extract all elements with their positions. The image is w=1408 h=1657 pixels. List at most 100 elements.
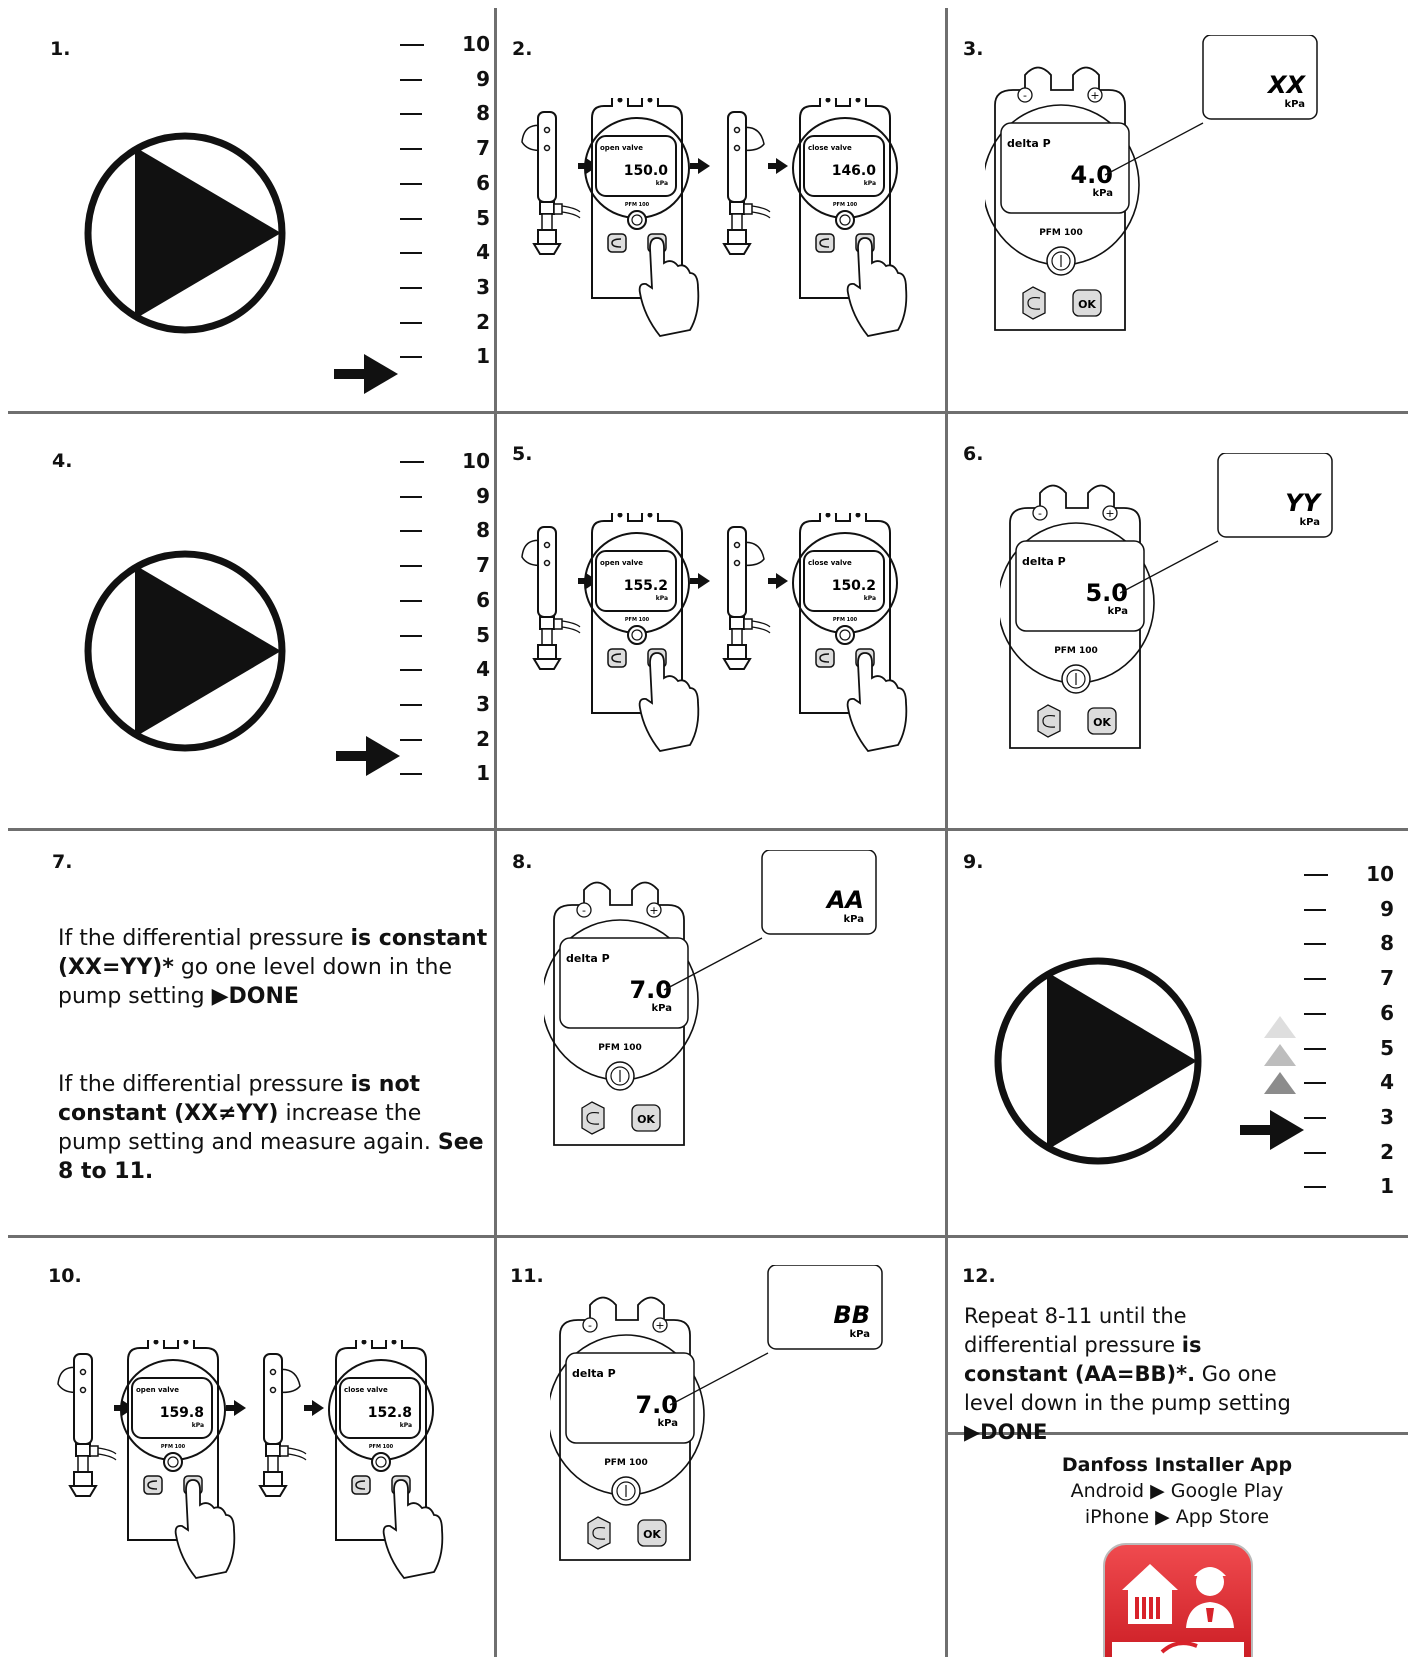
scale-tick-label: 2	[476, 726, 490, 751]
instruction-text-not-constant: If the differential pressure is not cons…	[58, 1072, 484, 1184]
svg-text:kPa: kPa	[400, 1422, 412, 1429]
scale-tick-mark	[1304, 1012, 1326, 1015]
scale-tick-mark	[1304, 1151, 1326, 1154]
arrow-right-icon	[768, 573, 788, 589]
display-value: 4.0	[1070, 161, 1113, 189]
scale-tick-mark	[1304, 874, 1328, 876]
scale-tick: 7	[1304, 964, 1394, 994]
arrow-right-icon	[336, 736, 400, 776]
scale-tick-mark	[400, 461, 424, 463]
step-number-1: 1.	[50, 38, 71, 60]
scale-tick-label: 5	[476, 622, 490, 647]
display-label: delta P	[566, 952, 610, 965]
scale-tick-mark	[400, 182, 422, 185]
display-label: delta P	[1007, 137, 1051, 150]
callout-value: YY	[1285, 489, 1322, 517]
scale-tick-label: 9	[476, 483, 490, 508]
valve-icon	[258, 1353, 307, 1497]
arrow-right-icon	[226, 1400, 246, 1416]
step-number-7: 7.	[52, 851, 73, 873]
callout-value: AA	[825, 886, 864, 914]
scale-tick-label: 2	[476, 309, 490, 334]
display-label: delta P	[1022, 555, 1066, 568]
display-unit: kPa	[652, 1003, 672, 1014]
svg-text:PFM 100: PFM 100	[161, 1444, 186, 1450]
scale-tick: 9	[400, 65, 490, 95]
scale-tick-label: 3	[476, 274, 490, 299]
android-link[interactable]: Android ▶ Google Play	[1070, 1480, 1284, 1502]
scale-tick: 1	[400, 759, 490, 789]
scale-tick-label: 3	[1380, 1104, 1394, 1129]
arrow-right-icon	[690, 158, 710, 174]
svg-text:kPa: kPa	[656, 595, 668, 602]
scale-tick: 5	[400, 621, 490, 651]
arrow-right-icon	[334, 354, 398, 394]
iphone-link[interactable]: iPhone ▶ App Store	[1084, 1506, 1270, 1528]
model-label: PFM 100	[598, 1043, 642, 1053]
scale-tick-mark	[1304, 943, 1326, 946]
pump-icon	[84, 550, 286, 752]
valve-state-label: close valve	[808, 144, 852, 152]
instruction-text-repeat: Repeat 8-11 until the differential press…	[964, 1304, 1291, 1444]
svg-text:kPa: kPa	[864, 180, 876, 187]
scale-tick-label: 10	[1366, 862, 1394, 886]
scale-tick-label: 7	[476, 553, 490, 578]
scale-tick-mark	[400, 217, 422, 220]
callout-value: BB	[833, 1301, 870, 1329]
scale-tick: 2	[1304, 1138, 1394, 1168]
svg-text:PFM 100: PFM 100	[833, 202, 858, 208]
pressure-value: 159.8	[160, 1405, 204, 1421]
valve-icon	[521, 526, 581, 670]
scale-tick: 2	[400, 308, 490, 338]
scale-tick: 3	[400, 273, 490, 303]
pump-icon	[994, 957, 1202, 1165]
scale-tick-mark	[1304, 908, 1326, 911]
arrow-right-icon	[1240, 1110, 1304, 1150]
scale-tick-label: 3	[476, 691, 490, 716]
display-value: 5.0	[1085, 579, 1128, 607]
svg-text:kPa: kPa	[192, 1422, 204, 1429]
plus-icon: +	[1105, 507, 1114, 520]
scale-tick-label: 4	[476, 240, 490, 265]
display-unit: kPa	[1108, 606, 1128, 617]
scale-tick: 10	[400, 447, 490, 477]
pressure-value: 146.0	[832, 163, 877, 179]
scale-tick-mark	[400, 252, 422, 255]
column-divider-2	[945, 8, 948, 1657]
minus-icon: -	[588, 1319, 592, 1332]
scale-tick-label: 5	[1380, 1035, 1394, 1060]
scale-tick-label: 6	[476, 587, 490, 612]
plus-icon: +	[1090, 89, 1099, 102]
scale-tick: 4	[400, 655, 490, 685]
svg-text:PFM 100: PFM 100	[833, 617, 858, 623]
scale-tick: 3	[1304, 1103, 1394, 1133]
arrow-right-icon	[768, 158, 788, 174]
svg-text:kPa: kPa	[864, 595, 876, 602]
step-number-3: 3.	[963, 38, 984, 60]
pressure-value: 155.2	[624, 578, 668, 594]
display-value: 7.0	[635, 1391, 678, 1419]
step-number-12: 12.	[962, 1265, 996, 1287]
scale-tick: 5	[400, 204, 490, 234]
scale-tick: 6	[1304, 999, 1394, 1029]
arrow-right-icon	[690, 573, 710, 589]
row-divider-2	[8, 828, 1408, 831]
danfoss-installer-app-icon[interactable]	[1102, 1542, 1254, 1657]
step-number-4: 4.	[52, 450, 73, 472]
scale-tick: 7	[400, 551, 490, 581]
scale-tick: 1	[400, 342, 490, 372]
scale-tick-label: 8	[476, 518, 490, 543]
display-label: delta P	[572, 1367, 616, 1380]
scale-tick: 4	[400, 238, 490, 268]
scale-tick-mark	[400, 495, 422, 498]
